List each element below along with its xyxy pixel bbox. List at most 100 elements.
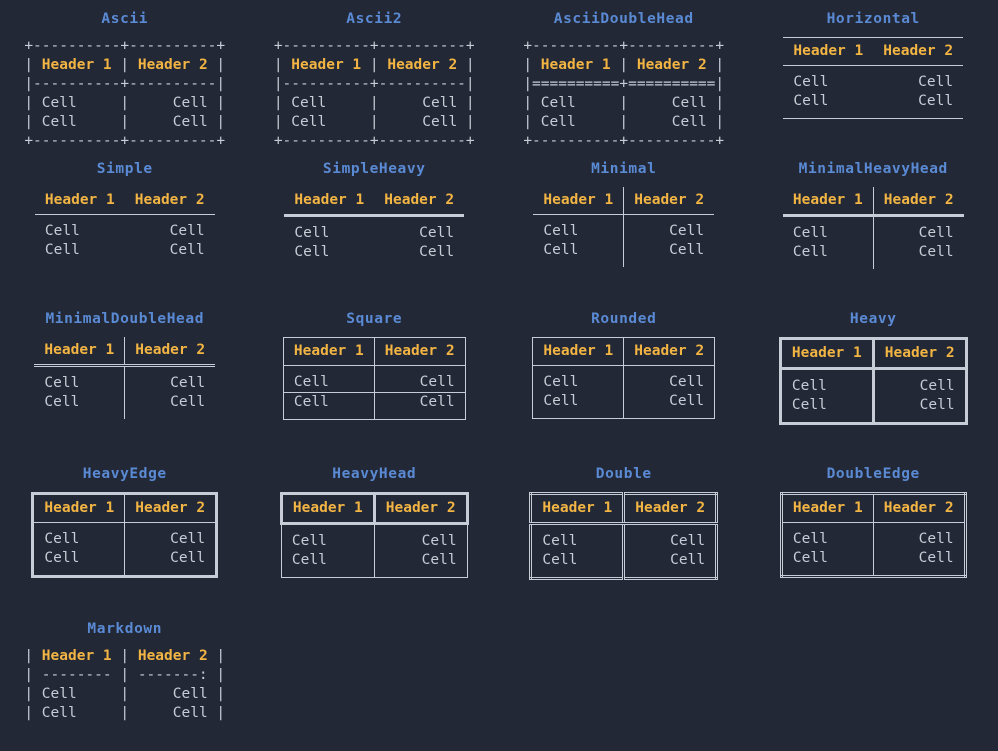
table-title-rounded: Rounded [591,311,657,327]
table-row: Cell Cell [281,523,468,551]
table-title-simple: Simple [96,161,153,177]
column-header-1: Header 1 [533,187,624,215]
column-header-2: Header 2 [872,187,964,217]
table-cell: Cell [373,523,468,551]
ascii-border: | [111,95,138,111]
table-cell: Cell [291,552,327,568]
table-cell: Cell [623,392,715,419]
column-header-2: Header 2 [124,337,216,367]
ascii-border: | [361,114,388,130]
ascii-border: | [523,114,541,130]
ascii-border: | [24,114,42,130]
column-header-1: Header 1 [279,492,375,525]
table-title-markdown: Markdown [87,621,163,637]
ascii-cell-text: Cell [137,686,208,702]
table-cell: Cell [124,365,216,393]
table-title-heavy: Heavy [849,311,897,327]
ascii-border: | [24,648,42,664]
table-cell: Cell [373,392,466,420]
table-cell: Cell [871,396,967,424]
table-cell: Cell [283,365,375,393]
ascii-border: | [207,114,226,130]
ascii-cell-text: Cell [137,114,208,130]
table-title-asciidoublehead: AsciiDoubleHead [553,11,694,27]
table-cell: Cell [124,393,216,419]
table-cell: Cell [792,531,828,547]
table-cell: Cell [543,374,579,390]
ascii-border: | [207,648,226,664]
table-cell: Cell [872,522,966,549]
ascii-border: | [24,686,42,702]
ascii-header-text: Header 2 [636,57,707,73]
table-cell: Cell [291,533,327,549]
column-header-2: Header 2 [623,337,715,366]
ascii-border: | [207,705,226,721]
table-cell: Cell [918,74,954,90]
ascii-border: | [111,648,138,664]
column-header-1: Header 1 [780,338,874,370]
ascii-cell-text: Cell [41,114,112,130]
ascii-border: | [457,95,475,111]
ascii-cell-text: Cell [387,114,458,130]
table-title-doubleedge: DoubleEdge [826,466,920,482]
table-panel-ascii2: Ascii2+----------+----------+ | Header 1… [250,0,500,150]
ascii-border: | [457,114,475,130]
ascii-border: | [361,57,388,73]
column-header-1: Header 1 [34,187,125,215]
ascii-cell-text: Cell [41,95,112,111]
ascii-border: | [207,95,226,111]
table-cell: Cell [872,215,964,243]
table-cell: Cell [543,242,579,258]
ascii-border: | [207,57,226,73]
column-header-1: Header 1 [283,337,375,366]
column-header-1: Header 1 [34,337,125,367]
table-title-square: Square [346,311,403,327]
column-header-2: Header 2 [373,337,466,366]
table-cell: Cell [792,550,828,566]
table-cell: Cell [44,223,80,239]
table-cell: Cell [792,225,828,241]
table-row: Cell Cell [781,549,966,577]
ascii-border: | [24,705,42,721]
ascii-border: +----------+----------+ [523,38,725,54]
table-asciidoublehead: +----------+----------+ | Header 1 | Hea… [523,37,724,151]
table-cell: Cell [791,378,827,394]
table-cell: Cell [124,549,217,577]
table-cell: Cell [872,549,966,577]
column-header-2: Header 2 [622,493,717,525]
ascii-border: | [273,95,292,111]
table-cell: Cell [294,225,330,241]
ascii-header-text: Header 1 [540,57,611,73]
ascii-border: | [523,95,541,111]
ascii-border: |==========+==========| [523,76,725,92]
ascii-header-text: Header 1 [291,57,362,73]
ascii-cell-text: Cell [41,686,112,702]
table-cell: Cell [793,74,829,90]
ascii-header-text: Header 1 [41,57,112,73]
